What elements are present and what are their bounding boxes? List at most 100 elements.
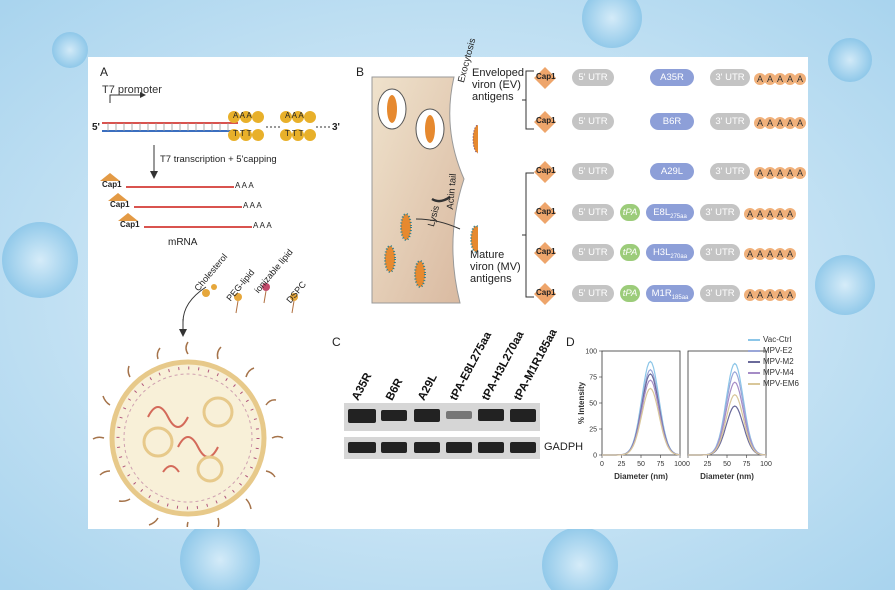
x-axis-label: Diameter (nm) — [614, 472, 668, 481]
y-tick-label: 25 — [589, 427, 597, 434]
cap-text: Cap1 — [536, 166, 556, 175]
legend-item: MPV-E2 — [748, 346, 792, 355]
x-tick-label: 100 — [760, 461, 772, 468]
antigen-segment: E8L275aa — [646, 204, 694, 221]
gadph-label: GADPH — [544, 441, 584, 453]
band — [446, 442, 472, 453]
polyA-bead: A — [774, 117, 786, 129]
legend-item: MPV-EM6 — [748, 379, 799, 388]
polyA-bead: A — [774, 167, 786, 179]
polyA-bead: A — [754, 289, 766, 301]
y-tick-label: 75 — [589, 375, 597, 382]
virus-decor-icon — [2, 0, 875, 590]
x-tick-label: 0 — [600, 461, 604, 468]
x-tick-label: 75 — [657, 461, 665, 468]
lnp-particle — [92, 341, 284, 527]
mrna-strands — [100, 173, 252, 228]
panel-a-drawing — [92, 92, 330, 527]
cap-diamond-icon — [534, 111, 556, 133]
polyA-bead: A — [754, 167, 766, 179]
tpa-segment: tPA — [620, 285, 640, 302]
panel-c-label: C — [332, 335, 341, 349]
band — [478, 442, 504, 453]
polyA-bead: A — [764, 117, 776, 129]
utr3-segment: 3' UTR — [700, 204, 740, 221]
band — [478, 409, 504, 421]
y-tick-label: 50 — [589, 401, 597, 408]
utr5-segment: 5' UTR — [572, 113, 614, 130]
x-tick-label: 100 — [674, 461, 686, 468]
lane-label-a29l: A29L — [416, 372, 440, 403]
western-blot-loading — [344, 437, 540, 459]
cap-label-3: Cap1 — [120, 220, 140, 229]
x-tick-label: 50 — [637, 461, 645, 468]
band — [381, 442, 407, 453]
x-tick-label: 25 — [618, 461, 626, 468]
polyA-bead: A — [764, 208, 776, 220]
utr5-segment: 5' UTR — [572, 69, 614, 86]
mrna-label: mRNA — [168, 237, 198, 248]
cap-label-2: Cap1 — [110, 200, 130, 209]
polyA-tail-1: A A A — [235, 181, 254, 190]
cap-text: Cap1 — [536, 207, 556, 216]
dna-polyT-label: T T T — [233, 129, 252, 138]
three-prime-label: 3' — [332, 122, 340, 133]
polyA-bead: A — [784, 117, 796, 129]
utr5-segment: 5' UTR — [572, 285, 614, 302]
legend-item: MPV-M4 — [748, 368, 794, 377]
polyA-bead: A — [774, 289, 786, 301]
cap-diamond-icon — [534, 202, 556, 224]
western-blot-target — [344, 403, 540, 431]
cap-text: Cap1 — [536, 288, 556, 297]
utr5-segment: 5' UTR — [572, 244, 614, 261]
dna-template — [102, 111, 330, 141]
cap-text: Cap1 — [536, 72, 556, 81]
x-tick-label: 25 — [704, 461, 712, 468]
band — [348, 442, 376, 453]
dna-polyA-label-2: A A A — [285, 111, 304, 120]
t7-promoter-label: T7 promoter — [102, 84, 162, 96]
utr3-segment: 3' UTR — [710, 163, 750, 180]
polyA-bead: A — [744, 289, 756, 301]
polyA-bead: A — [754, 73, 766, 85]
y-axis-label: % Intensity — [577, 381, 586, 424]
utr5-segment: 5' UTR — [572, 204, 614, 221]
cap-diamond-icon — [534, 161, 556, 183]
group-brackets — [522, 70, 534, 298]
utr3-segment: 3' UTR — [710, 113, 750, 130]
polyA-bead: A — [774, 208, 786, 220]
cap-text: Cap1 — [536, 116, 556, 125]
legend-item: Vac-Ctrl — [748, 335, 791, 344]
dna-polyA-label: A A A — [233, 111, 252, 120]
polyA-bead: A — [754, 208, 766, 220]
antigen-segment: H3L270aa — [646, 244, 694, 261]
cap-text: Cap1 — [536, 247, 556, 256]
panel-a-label: A — [100, 65, 109, 79]
x-tick-label: 0 — [686, 461, 690, 468]
dna-polyT-label-2: T T T — [285, 129, 304, 138]
polyA-bead: A — [794, 167, 806, 179]
band — [348, 409, 376, 423]
utr5-segment: 5' UTR — [572, 163, 614, 180]
polyA-tail-3: A A A — [253, 221, 272, 230]
band — [414, 409, 440, 422]
antigen-segment: M1R185aa — [646, 285, 694, 302]
polyA-bead: A — [744, 248, 756, 260]
band — [510, 442, 536, 453]
y-tick-label: 0 — [593, 453, 597, 460]
cap-diamond-icon — [534, 242, 556, 264]
tpa-segment: tPA — [620, 204, 640, 221]
